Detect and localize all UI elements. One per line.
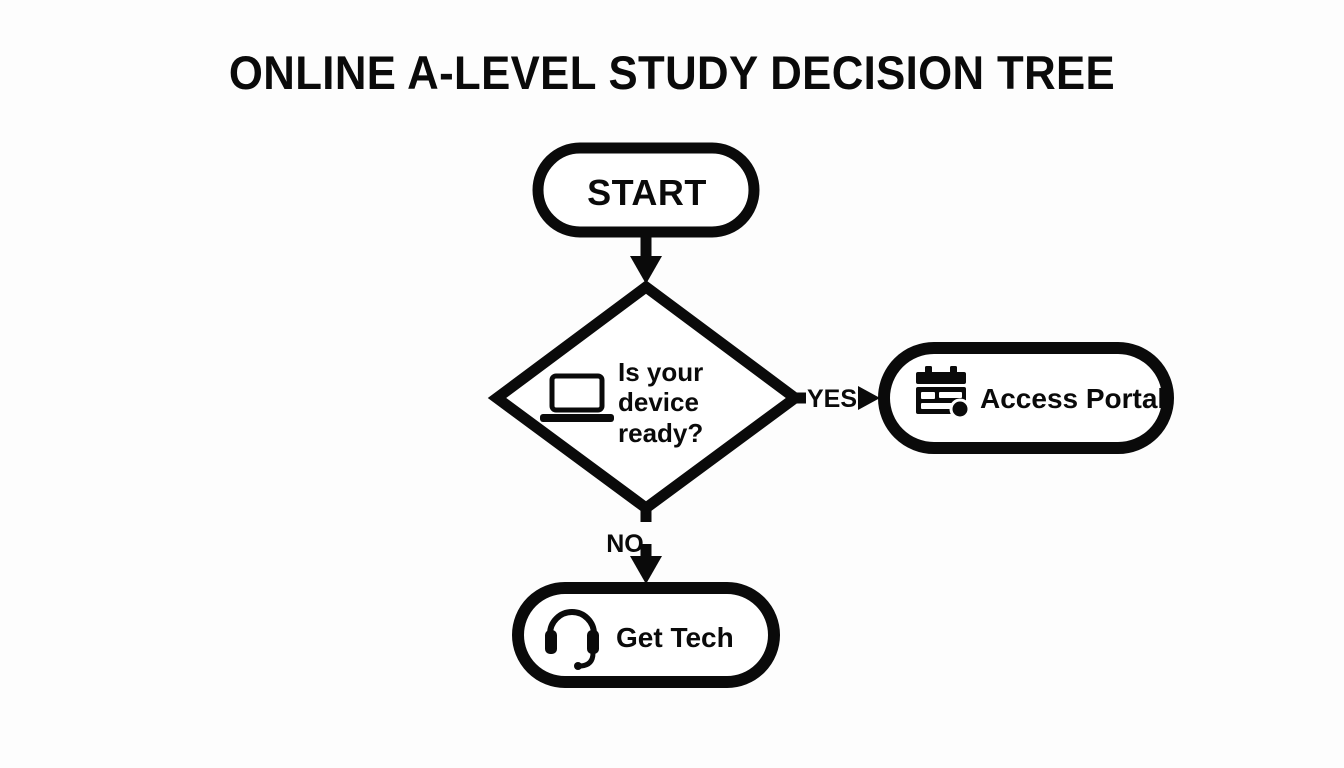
portal-card-photo — [921, 392, 935, 399]
headset-earcup-right — [587, 630, 599, 654]
headset-earcup-left — [545, 630, 557, 654]
portal-card-line1 — [939, 392, 962, 398]
decision-text-line3: ready? — [618, 418, 703, 448]
portal-card-header — [916, 372, 966, 384]
decision-text-line2: device — [618, 387, 699, 417]
edge-decision-yes: YES — [795, 385, 880, 413]
arrowhead-right-yes — [858, 386, 880, 410]
laptop-base — [540, 414, 614, 422]
page-title: ONLINE A-LEVEL STUDY DECISION TREE — [228, 46, 1116, 99]
headset-icon — [545, 609, 599, 670]
node-start[interactable]: START — [532, 142, 760, 238]
decision-text-line1: Is your — [618, 357, 703, 387]
node-decision[interactable]: Is your device ready? — [487, 280, 805, 515]
portal-card-icon — [916, 366, 971, 420]
laptop-icon — [540, 373, 614, 422]
headset-mic-boom — [578, 650, 596, 669]
portal-card-tab-left — [925, 366, 932, 374]
decision-node-shape[interactable] — [487, 280, 805, 515]
headset-mic-tip — [574, 662, 582, 670]
node-access-portal[interactable]: Access Portal — [878, 342, 1174, 454]
get-tech-label: Get Tech — [616, 622, 734, 653]
headset-band — [547, 609, 597, 637]
edge-decision-no: NO — [606, 508, 662, 584]
node-get-tech[interactable]: Get Tech — [512, 582, 780, 688]
edge-start-to-decision — [630, 232, 662, 284]
laptop-screen — [549, 373, 605, 413]
start-node-label: START — [587, 172, 707, 213]
edge-label-yes: YES — [807, 385, 857, 413]
access-portal-label: Access Portal — [980, 383, 1165, 414]
portal-card-tab-right — [950, 366, 957, 374]
arrowhead-down-start — [630, 256, 662, 284]
portal-card-badge — [949, 398, 971, 420]
arrowhead-down-no — [630, 556, 662, 584]
start-node-shape[interactable] — [532, 142, 760, 238]
edge-label-no: NO — [606, 530, 644, 558]
